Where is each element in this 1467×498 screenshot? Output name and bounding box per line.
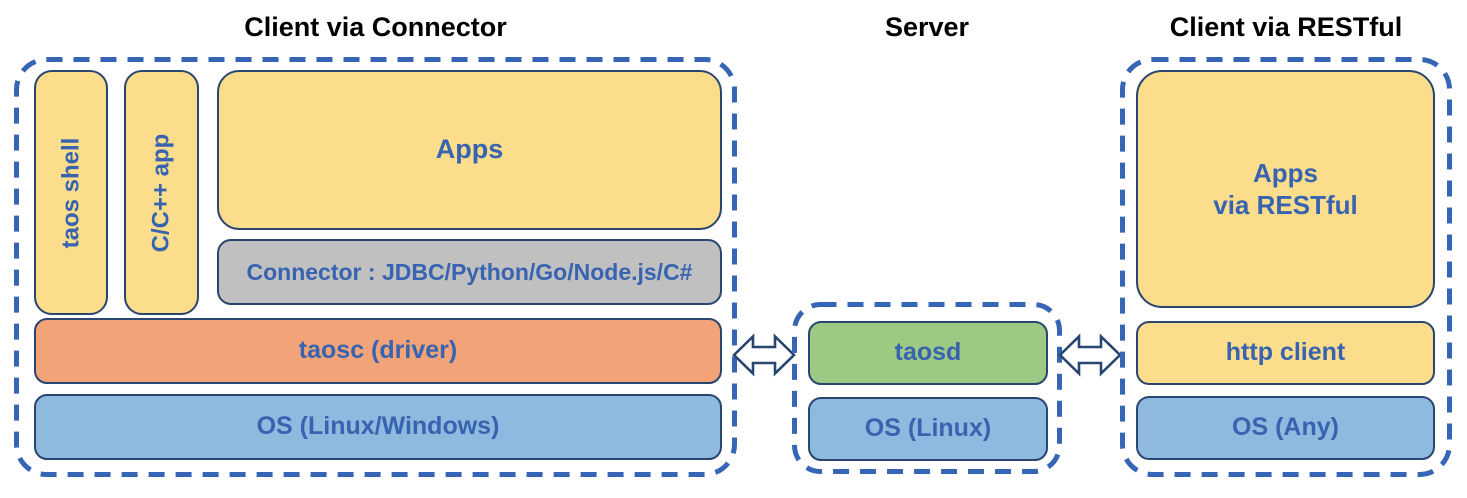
connector-box: Connector : JDBC/Python/Go/Node.js/C# [217,239,722,305]
taosc-driver-label: taosc (driver) [298,336,458,365]
client-connector-section: taos shell C/C++ app Apps Connector : JD… [14,57,737,477]
bidirectional-arrow-icon [1058,333,1122,377]
bidirectional-arrow-icon [732,333,796,377]
os-linux-windows-label: OS (Linux/Windows) [256,412,500,441]
os-linux-windows-box: OS (Linux/Windows) [34,394,722,460]
client-restful-section: Apps via RESTful http client OS (Any) [1120,57,1452,477]
apps-restful-label-line1: Apps [1252,157,1318,188]
os-any-box: OS (Any) [1136,396,1435,460]
cpp-app-box: C/C++ app [124,70,199,315]
apps-restful-box: Apps via RESTful [1136,70,1435,308]
cpp-app-label: C/C++ app [147,133,175,252]
apps-restful-label: Apps via RESTful [1213,157,1357,222]
os-linux-label: OS (Linux) [864,414,992,443]
server-section: taosd OS (Linux) [792,302,1062,474]
http-client-box: http client [1136,321,1435,385]
http-client-label: http client [1225,338,1346,367]
apps-label: Apps [435,134,504,165]
taos-shell-label: taos shell [57,137,84,248]
taosc-driver-box: taosc (driver) [34,318,722,384]
taosd-label: taosd [894,338,962,367]
section-title-server: Server [884,12,970,42]
os-linux-box: OS (Linux) [808,397,1048,461]
section-title-client-restful: Client via RESTful [1169,12,1403,42]
taosd-box: taosd [808,321,1048,385]
apps-box: Apps [217,70,722,230]
apps-restful-label-line2: via RESTful [1213,190,1358,220]
connector-label: Connector : JDBC/Python/Go/Node.js/C# [246,258,693,285]
section-title-client-connector: Client via Connector [244,12,507,42]
taos-shell-box: taos shell [34,70,108,315]
os-any-label: OS (Any) [1232,413,1339,442]
